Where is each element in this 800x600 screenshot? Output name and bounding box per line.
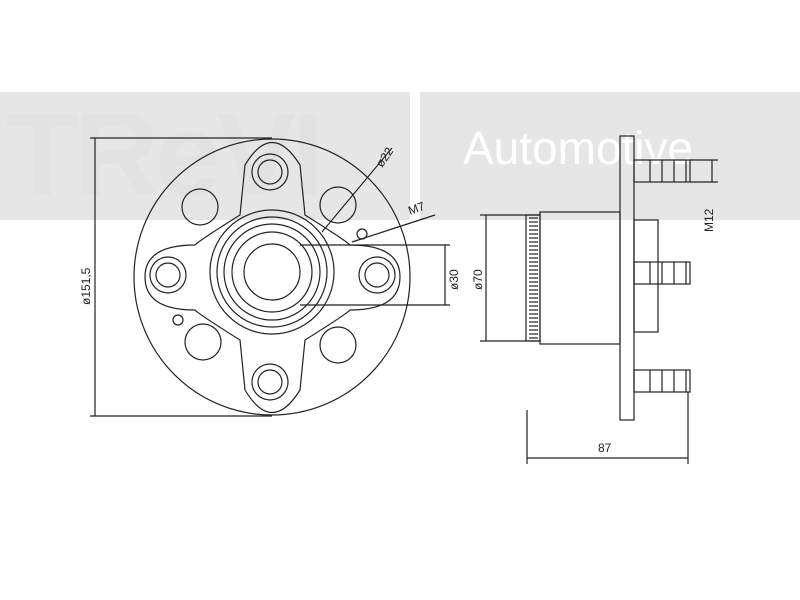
bearing-ring-4 [231,231,313,313]
bearing-ring-outer [209,209,335,335]
lightening-hole-lower-right [319,326,357,364]
center-bore [243,243,301,301]
bearing-ring-3 [223,223,321,321]
label-flange-diameter: ø70 [471,269,485,290]
front-view [90,137,450,417]
bolt-hole-bottom [251,363,289,401]
watermark-brand: TReVI [6,89,324,221]
label-outer-diameter: ø151,5 [79,267,93,305]
side-view [480,135,718,464]
hub-plate-outline [144,141,401,414]
bolt-hole-right [358,256,396,294]
watermark-subtitle: Automotive [463,122,694,174]
m7-hole-2 [172,314,184,326]
stud-bottom [633,369,691,393]
label-stud-thread: M12 [702,208,716,232]
hub-pilot [633,219,659,333]
flange-plate [619,135,635,421]
bearing-ring-2 [216,216,328,328]
lightening-hole-lower-left [184,323,222,361]
hub-body [539,211,621,345]
bolt-hole-top [251,153,289,191]
bolt-hole-left [149,256,187,294]
flange-outline [133,138,411,416]
abs-ring-teeth [529,217,538,339]
stud-middle [633,261,691,285]
label-length: 87 [598,441,612,455]
lightening-hole-upper-right [319,186,357,224]
label-bore: ø30 [447,269,461,290]
label-small-thread: M7 [406,199,427,218]
stud-top [633,159,691,183]
watermark-right-band [420,92,800,220]
lightening-hole-upper-left [181,188,219,226]
